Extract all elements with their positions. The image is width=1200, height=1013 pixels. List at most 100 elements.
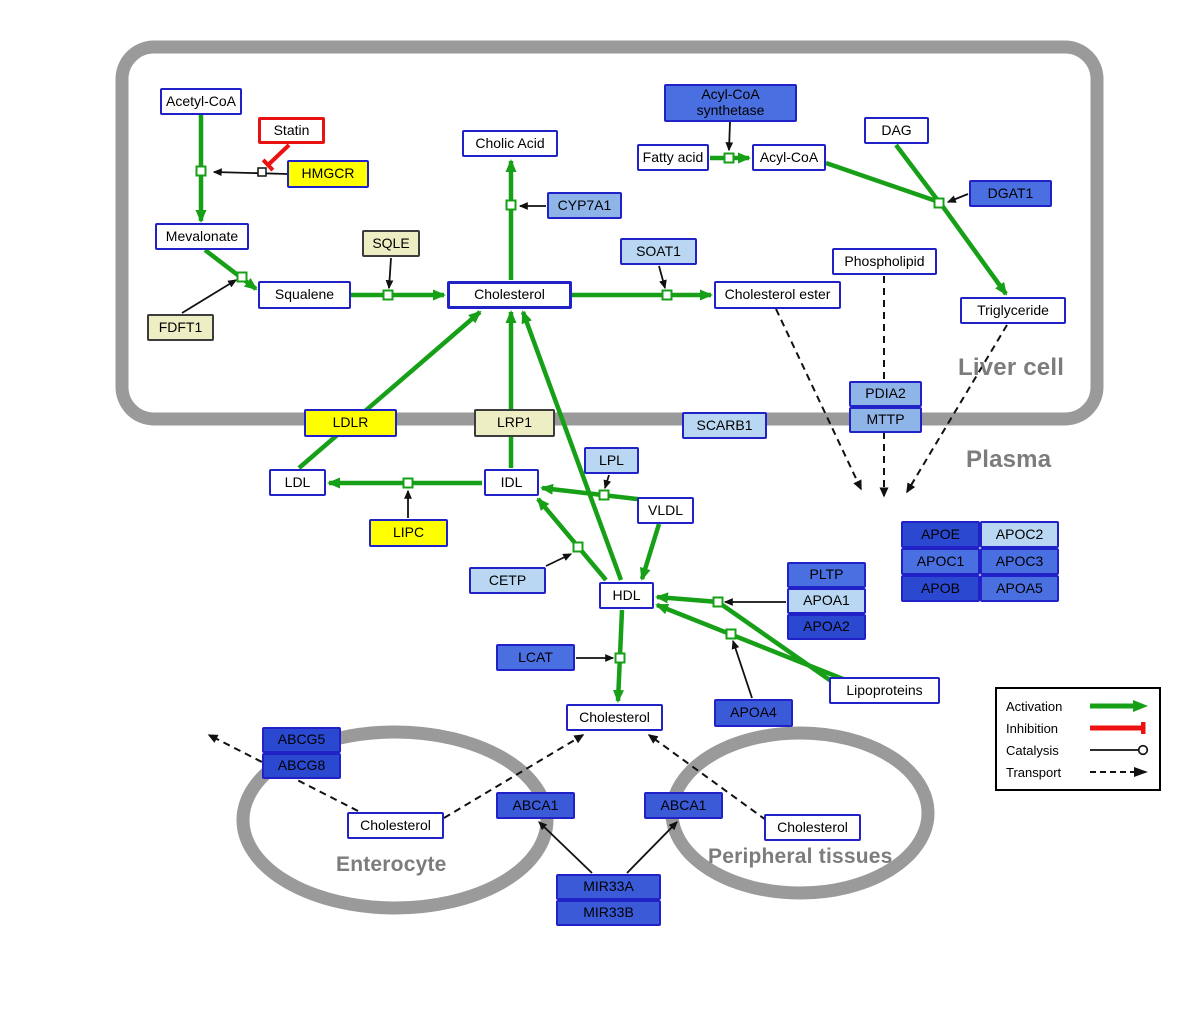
catalysis-edge-25 bbox=[946, 193, 969, 203]
node-mir33b[interactable]: MIR33B bbox=[556, 900, 661, 926]
inhibition-edge-34 bbox=[261, 143, 291, 172]
node-apob[interactable]: APOB bbox=[901, 575, 980, 602]
catalysis-edge-28 bbox=[545, 553, 573, 567]
node-vldl[interactable]: VLDL bbox=[637, 497, 694, 524]
node-apoc1[interactable]: APOC1 bbox=[901, 548, 980, 575]
legend-item-activation: Activation bbox=[1006, 696, 1150, 716]
node-fdft1[interactable]: FDFT1 bbox=[147, 314, 214, 341]
legend-item-label: Catalysis bbox=[1006, 742, 1059, 758]
activation-edge-8 bbox=[939, 202, 1008, 296]
node-acetyl-coa[interactable]: Acetyl-CoA bbox=[160, 88, 242, 115]
node-apoc3[interactable]: APOC3 bbox=[980, 548, 1059, 575]
transport-edge-35 bbox=[775, 308, 862, 491]
node-sqle[interactable]: SQLE bbox=[362, 230, 420, 257]
reaction-node bbox=[505, 199, 517, 211]
catalysis-edge-19 bbox=[212, 168, 289, 177]
transport-edge-39 bbox=[443, 734, 585, 819]
node-mevalonate[interactable]: Mevalonate bbox=[155, 223, 249, 250]
node-ldlr[interactable]: LDLR bbox=[304, 409, 397, 437]
catalysis-edge-20 bbox=[385, 257, 394, 290]
node-lipc[interactable]: LIPC bbox=[369, 519, 448, 547]
node-dag[interactable]: DAG bbox=[864, 117, 929, 144]
node-abca1-enterocyte[interactable]: ABCA1 bbox=[496, 792, 575, 819]
node-cyp7a1[interactable]: CYP7A1 bbox=[547, 192, 622, 219]
reaction-node bbox=[725, 628, 737, 640]
node-apoa1[interactable]: APOA1 bbox=[787, 588, 866, 614]
activation-arrow-icon bbox=[1090, 700, 1148, 712]
reaction-node bbox=[933, 197, 945, 209]
node-cholesterol-plasma[interactable]: Cholesterol bbox=[566, 704, 663, 731]
catalysis-port bbox=[257, 167, 267, 177]
reaction-node bbox=[598, 489, 610, 501]
node-scarb1[interactable]: SCARB1 bbox=[682, 412, 767, 439]
node-cholesterol-ester[interactable]: Cholesterol ester bbox=[714, 281, 841, 309]
activation-edge-9 bbox=[297, 310, 482, 470]
node-lrp1[interactable]: LRP1 bbox=[474, 409, 555, 437]
node-triglyceride[interactable]: Triglyceride bbox=[960, 297, 1066, 324]
liver-cell-membrane bbox=[115, 40, 1104, 426]
activation-edge-13 bbox=[639, 523, 662, 581]
node-pdia2[interactable]: PDIA2 bbox=[849, 381, 922, 407]
node-phospholipid[interactable]: Phospholipid bbox=[832, 248, 937, 275]
activation-edge-18 bbox=[655, 602, 844, 682]
node-mir33a[interactable]: MIR33A bbox=[556, 874, 661, 900]
node-mttp[interactable]: MTTP bbox=[849, 407, 922, 433]
reaction-node bbox=[614, 652, 626, 664]
reaction-node bbox=[712, 596, 724, 608]
node-abca1-peripheral[interactable]: ABCA1 bbox=[644, 792, 723, 819]
catalysis-circle-icon bbox=[1090, 744, 1149, 756]
transport-edge-38 bbox=[207, 734, 359, 812]
legend-item-label: Activation bbox=[1006, 698, 1063, 714]
node-apoa5[interactable]: APOA5 bbox=[980, 575, 1059, 602]
transport-edge-40 bbox=[647, 734, 767, 821]
node-apoc2[interactable]: APOC2 bbox=[980, 521, 1059, 548]
inhibition-tee-icon bbox=[1090, 722, 1146, 734]
node-pltp[interactable]: PLTP bbox=[787, 562, 866, 588]
node-dgat1[interactable]: DGAT1 bbox=[969, 180, 1052, 207]
legend-item-inhibition: Inhibition bbox=[1006, 718, 1150, 738]
node-cholesterol-peripheral[interactable]: Cholesterol bbox=[764, 814, 861, 841]
node-lipoproteins[interactable]: Lipoproteins bbox=[829, 677, 940, 704]
node-fatty-acid[interactable]: Fatty acid bbox=[637, 144, 709, 171]
node-statin[interactable]: Statin bbox=[258, 117, 325, 144]
reaction-node bbox=[723, 152, 735, 164]
reaction-nodes-layer bbox=[195, 152, 945, 664]
catalysis-edge-27 bbox=[603, 474, 612, 490]
catalysis-edge-23 bbox=[658, 265, 667, 290]
activation-edge-14 bbox=[536, 497, 608, 582]
node-abcg8[interactable]: ABCG8 bbox=[262, 753, 341, 779]
node-squalene[interactable]: Squalene bbox=[258, 281, 351, 309]
legend-item-catalysis: Catalysis bbox=[1006, 740, 1150, 760]
activation-edge-7 bbox=[894, 143, 941, 204]
node-cholesterol-liver[interactable]: Cholesterol bbox=[447, 281, 572, 309]
node-soat1[interactable]: SOAT1 bbox=[620, 238, 697, 265]
transport-dashed-arrow-icon bbox=[1090, 767, 1148, 777]
node-cholic-acid[interactable]: Cholic Acid bbox=[462, 130, 558, 157]
node-idl[interactable]: IDL bbox=[484, 469, 539, 496]
catalysis-edge-33 bbox=[626, 821, 678, 874]
node-apoa2[interactable]: APOA2 bbox=[787, 614, 866, 640]
transport-edge-37 bbox=[906, 324, 1008, 494]
node-acyl-coa[interactable]: Acyl-CoA bbox=[752, 144, 826, 171]
catalysis-edge-24 bbox=[725, 121, 734, 152]
node-abcg5[interactable]: ABCG5 bbox=[262, 727, 341, 753]
reaction-node bbox=[572, 541, 584, 553]
node-apoe[interactable]: APOE bbox=[901, 521, 980, 548]
node-cholesterol-enterocyte[interactable]: Cholesterol bbox=[347, 812, 444, 839]
activation-edge-15 bbox=[520, 310, 624, 581]
catalysis-edge-32 bbox=[538, 821, 593, 874]
enterocyte-membrane bbox=[236, 725, 554, 915]
node-cetp[interactable]: CETP bbox=[469, 567, 546, 594]
node-ldl[interactable]: LDL bbox=[269, 469, 326, 496]
node-hdl[interactable]: HDL bbox=[599, 582, 654, 609]
node-lcat[interactable]: LCAT bbox=[496, 644, 575, 671]
reaction-node bbox=[382, 289, 394, 301]
node-apoa4[interactable]: APOA4 bbox=[714, 699, 793, 727]
node-hmgcr[interactable]: HMGCR bbox=[287, 160, 369, 188]
node-acyl-coa-synthetase[interactable]: Acyl-CoA synthetase bbox=[664, 84, 797, 122]
legend-item-transport: Transport bbox=[1006, 762, 1150, 782]
reaction-node bbox=[661, 289, 673, 301]
node-lpl[interactable]: LPL bbox=[584, 447, 639, 474]
